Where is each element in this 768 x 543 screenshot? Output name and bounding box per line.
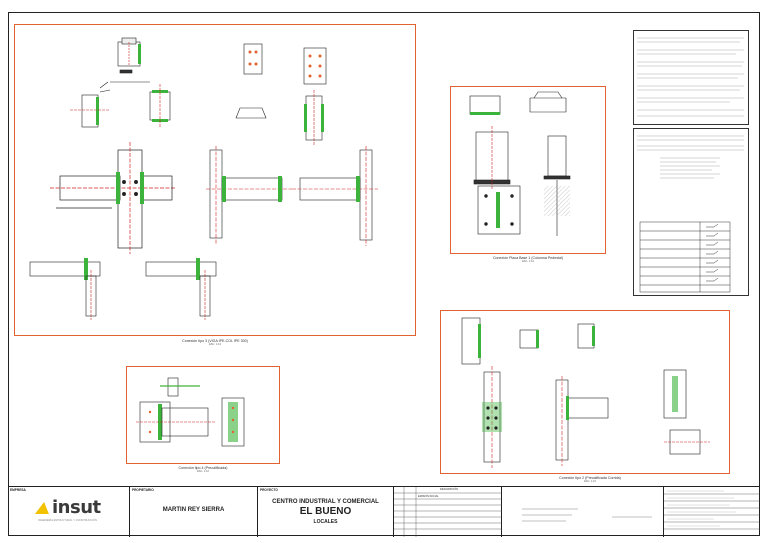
title-block-revisions: DESCRIPCIÓN EMISIÓN INICIAL	[394, 487, 502, 537]
title-block-project: PROYECTO CENTRO INDUSTRIAL Y COMERCIAL E…	[258, 487, 394, 537]
tipo3-center-section	[149, 84, 171, 128]
title-block-signatures	[502, 487, 664, 537]
frame-placa-base	[450, 86, 606, 254]
notes-panel-top	[633, 30, 749, 125]
tipo3-top-center-detail	[235, 43, 327, 146]
tipo3-bottom-details	[29, 258, 217, 320]
caption-tipo3: Conexión tipo 3 (VIGA IPE-COL IPE 300) E…	[160, 339, 270, 346]
frame-conexion-tipo-2	[440, 310, 730, 474]
caption-tipo4-scale: ESC. 1:10	[197, 470, 209, 473]
weld-symbol-table	[639, 221, 731, 293]
caption-tipo2: Conexión tipo 2 (Precalificada Corrida) …	[540, 476, 640, 483]
tipo2-details	[461, 317, 710, 468]
insut-logo-mark-icon	[34, 501, 52, 514]
title-block-company: EMPRESA insut INGENIERÍA ESTRUCTURAL Y C…	[8, 487, 130, 537]
notes-panel-bottom	[633, 128, 749, 296]
project-line-2: EL BUENO	[299, 506, 352, 517]
revision-row-1: EMISIÓN INICIAL	[418, 495, 439, 498]
project-header: PROYECTO	[260, 488, 278, 492]
caption-tipo2-scale: ESC. 1:10	[584, 480, 596, 483]
insut-logo-tagline: INGENIERÍA ESTRUCTURAL Y CONSTRUCCIÓN	[38, 519, 97, 522]
caption-placa-base-title: Conexión Placa Base 1 (Columna Pedestal)	[492, 256, 564, 260]
frame-conexion-tipo-3	[14, 24, 416, 336]
revision-grid	[394, 487, 502, 537]
tipo3-main-elevation	[50, 142, 176, 254]
insut-logo-text: insut	[52, 497, 101, 518]
title-block: EMPRESA insut INGENIERÍA ESTRUCTURAL Y C…	[8, 486, 760, 537]
project-line-3: LOCALES	[313, 519, 338, 525]
insut-logo: insut	[34, 497, 101, 518]
notes-text-lines	[637, 37, 744, 179]
caption-placa-base: Conexión Placa Base 1 (Columna Pedestal)…	[478, 256, 578, 263]
title-block-owner: PROPIETARIO MARTIN REY SIERRA	[130, 487, 258, 537]
owner-header: PROPIETARIO	[132, 488, 154, 492]
caption-tipo4: Conexión tipo 4 (Precalificada) ESC. 1:1…	[158, 466, 248, 473]
company-header: EMPRESA	[10, 488, 26, 492]
frame-conexion-tipo-4	[126, 366, 280, 464]
caption-tipo3-scale: ESC. 1:10	[209, 343, 221, 346]
caption-tipo2-title: Conexión tipo 2 (Precalificada Corrida)	[559, 476, 621, 480]
tipo3-left-section	[70, 81, 111, 128]
owner-name: MARTIN REY SIERRA	[162, 507, 225, 513]
tipo4-details	[136, 377, 245, 447]
caption-placa-base-scale: ESC. 1:10	[522, 260, 534, 263]
signature-lines	[522, 508, 652, 522]
drawing-sheet	[8, 12, 760, 536]
tipo3-top-left-detail	[110, 37, 150, 83]
placa-base-details	[469, 91, 571, 236]
caption-tipo4-title: Conexión tipo 4 (Precalificada)	[178, 466, 228, 470]
project-line-1: CENTRO INDUSTRIAL Y COMERCIAL	[272, 499, 379, 505]
sheet-info-grid	[664, 490, 760, 530]
title-block-sheet-info	[664, 487, 760, 537]
tipo3-right-elevations	[206, 146, 378, 246]
revision-header: DESCRIPCIÓN	[440, 488, 459, 491]
caption-tipo3-title: Conexión tipo 3 (VIGA IPE-COL IPE 300)	[182, 339, 248, 343]
